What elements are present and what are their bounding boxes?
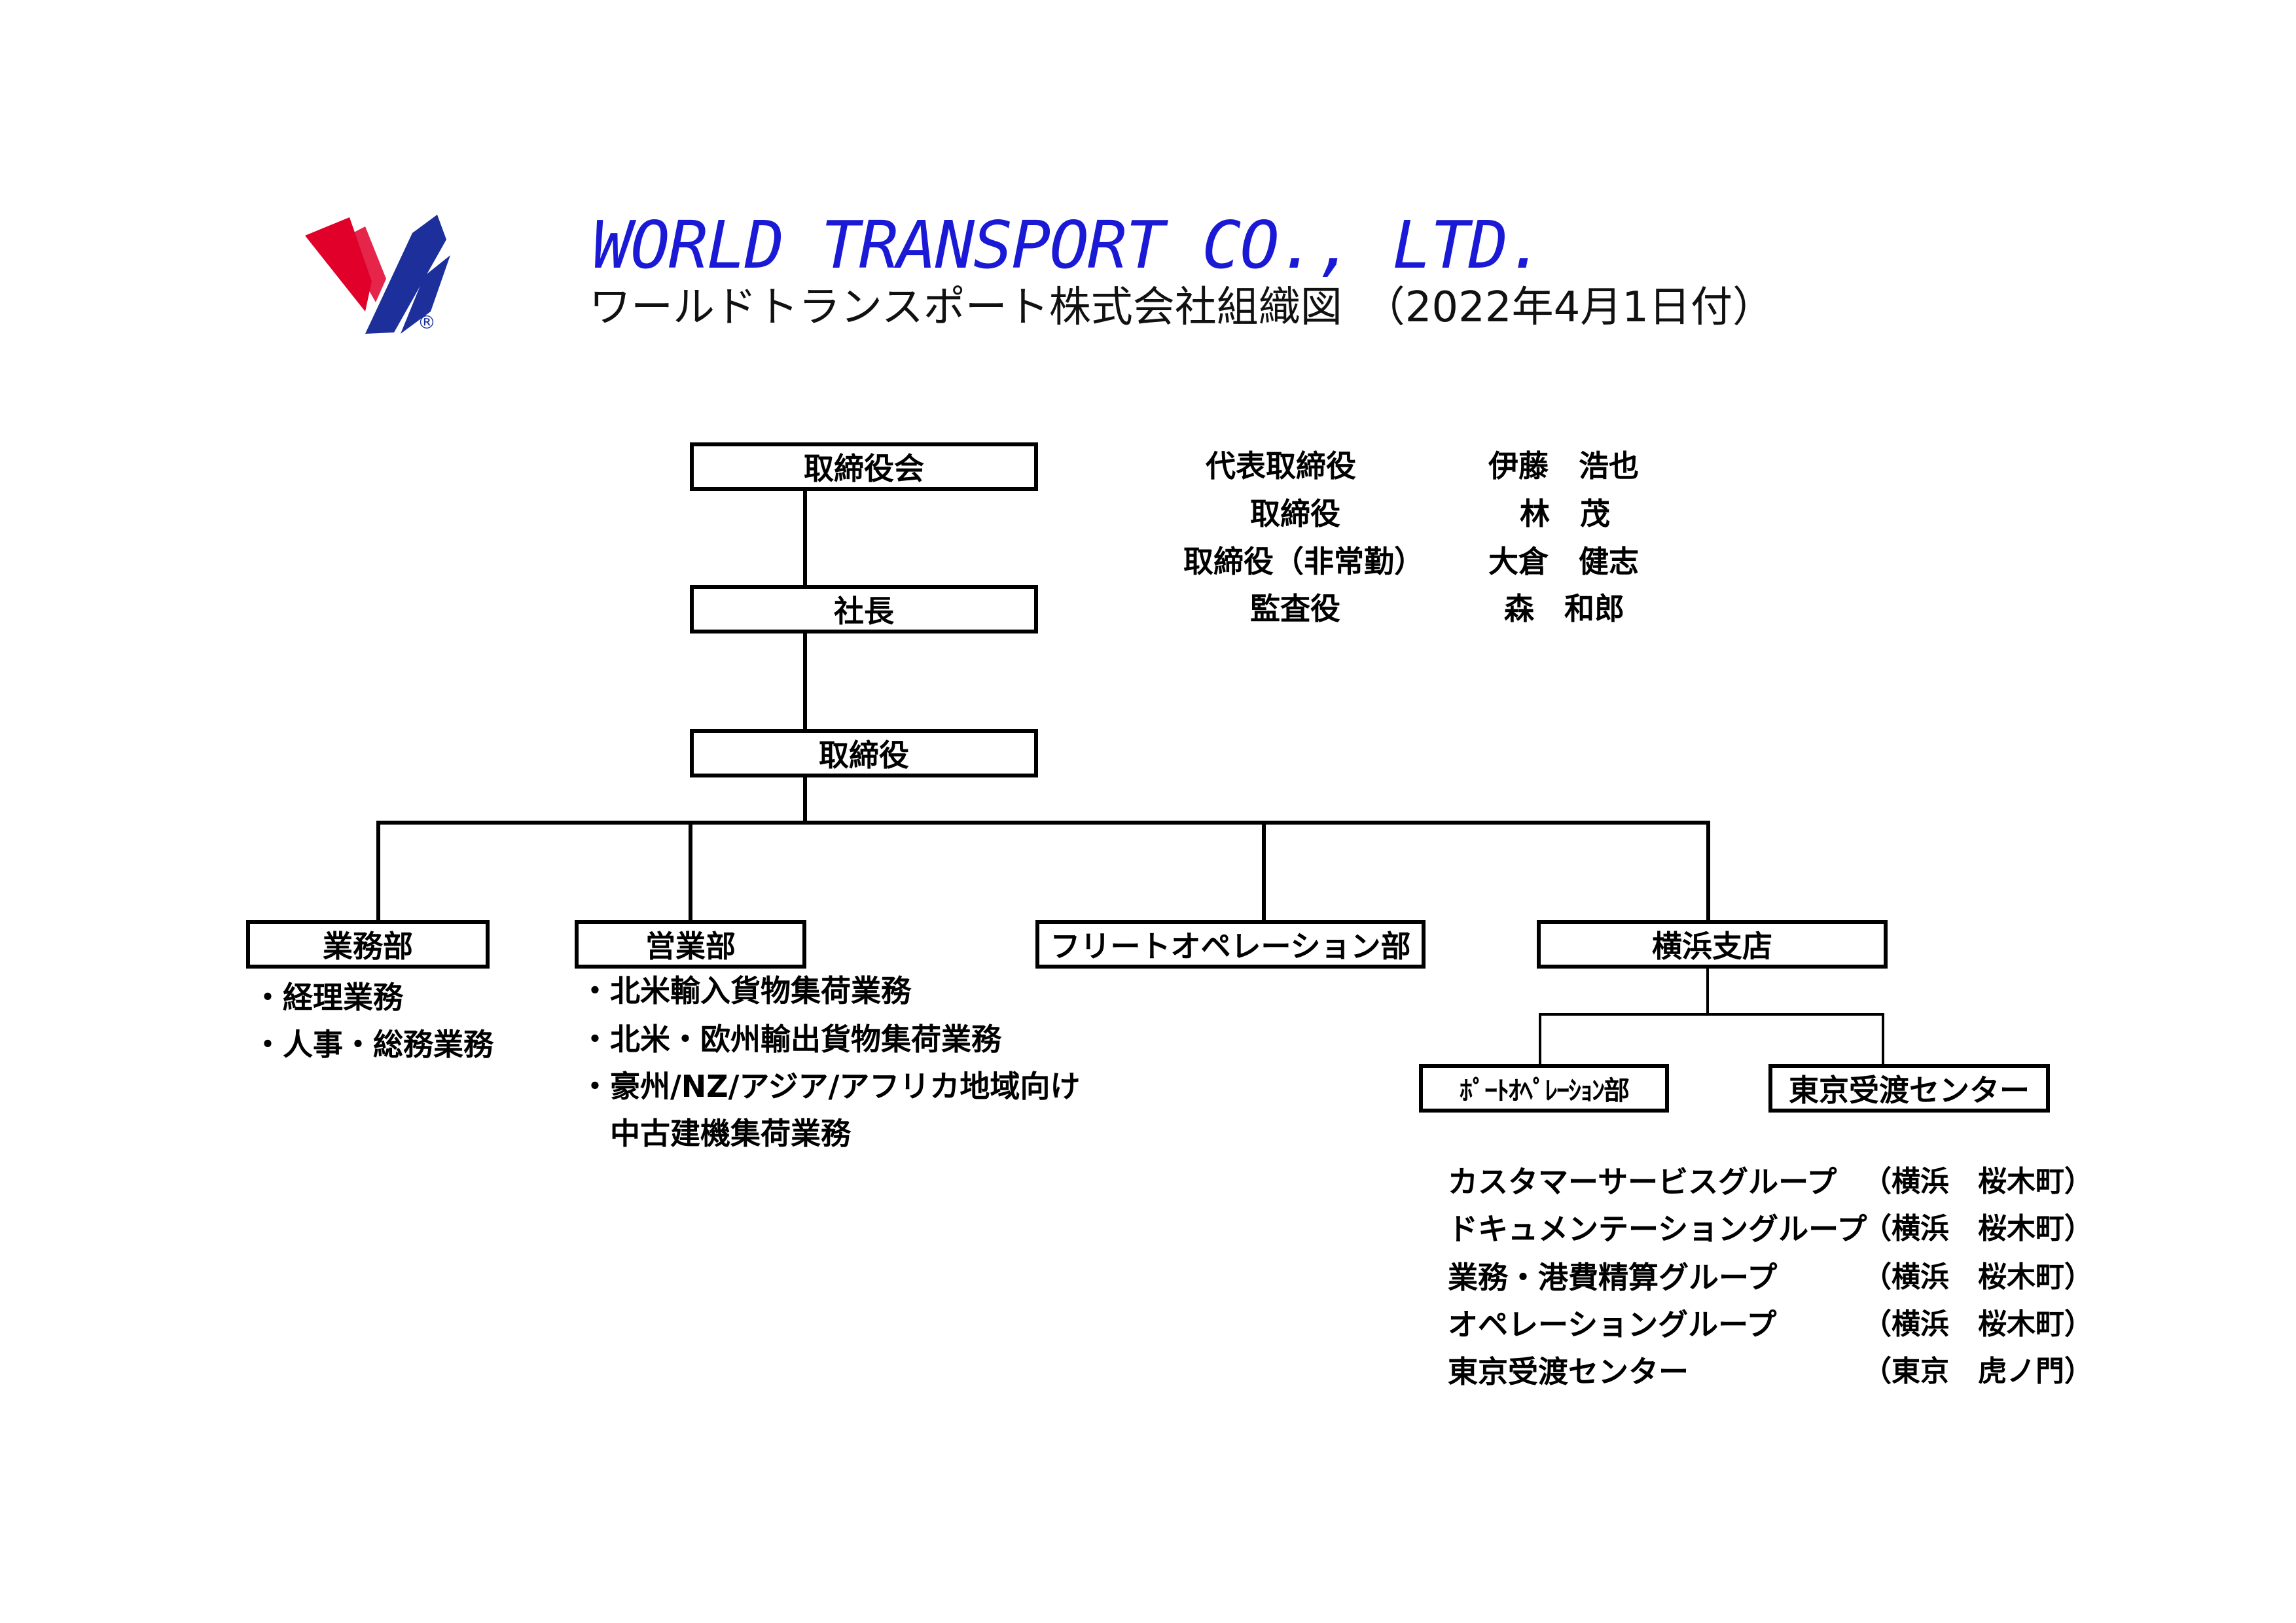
tokyo-delivery-center-box: 東京受渡センター — [1768, 1064, 2050, 1113]
connector-board-president — [803, 488, 807, 586]
world-transport-logo-icon: ® — [305, 215, 450, 334]
registered-mark: ® — [418, 312, 436, 333]
fleet-operation-department-box: フリートオペレーション部 — [1035, 920, 1426, 969]
connector-president-directors — [803, 632, 807, 730]
officer-title-2: 取締役（非常勤） — [1183, 544, 1424, 579]
group-location: （横浜 桜木町） — [1863, 1165, 2093, 1198]
chart-subtitle: ワールドトランスポート株式会社組織図 （2022年4月1日付） — [589, 283, 1775, 332]
department-bus-line — [376, 821, 1710, 825]
eigyo-duty-item: ・北米・欧州輸出貨物集荷業務 — [580, 1022, 1001, 1057]
eigyo-duty-item: ・北米輸入貨物集荷業務 — [580, 973, 911, 1008]
connector-yokohama-down — [1706, 967, 1709, 1014]
president-box: 社長 — [690, 585, 1038, 633]
gyomu-department-box: 業務部 — [246, 920, 490, 969]
gyomu-duty-item: ・経理業務 — [253, 980, 403, 1015]
group-name: カスタマーサービスグループ — [1448, 1164, 1837, 1200]
officer-title-0: 代表取締役 — [1206, 448, 1356, 484]
connector-bus-fleet — [1262, 821, 1266, 921]
connector-bus-eigyo — [689, 821, 692, 921]
group-location: （横浜 桜木町） — [1863, 1212, 2093, 1245]
officer-name-0: 伊藤 浩也 — [1488, 448, 1639, 484]
logo-blue-stroke — [365, 215, 446, 334]
group-name: オペレーショングループ — [1448, 1307, 1777, 1342]
connector-bus-yokohama — [1706, 821, 1710, 921]
company-name-title: WORLD TRANSPORT CO., LTD. — [592, 207, 1546, 283]
eigyo-duty-item: ・豪州/NZ/アジア/アフリカ地域向け — [580, 1069, 1081, 1104]
yokohama-branch-box: 横浜支店 — [1537, 920, 1888, 969]
connector-sub-port — [1539, 1013, 1541, 1065]
group-name: ドキュメンテーショングループ — [1448, 1211, 1867, 1247]
officer-title-3: 監査役 — [1250, 591, 1340, 626]
officer-name-3: 森 和郎 — [1504, 591, 1624, 626]
group-name: 業務・港費精算グループ — [1448, 1260, 1778, 1295]
officer-title-1: 取締役 — [1250, 496, 1340, 531]
logo-red-stroke-2 — [340, 226, 386, 302]
gyomu-duty-item: ・人事・総務業務 — [253, 1027, 493, 1062]
officer-name-1: 林 茂 — [1520, 496, 1610, 531]
group-location: （東京 虎ノ門） — [1863, 1355, 2093, 1388]
logo-blue-stroke-2 — [401, 255, 450, 334]
directors-box: 取締役 — [690, 729, 1038, 777]
group-name: 東京受渡センター — [1448, 1354, 1689, 1389]
group-location: （横浜 桜木町） — [1863, 1308, 2093, 1341]
connector-bus-gyomu — [376, 821, 380, 921]
port-operation-department-box: ﾎﾟｰﾄｵﾍﾟﾚｰｼｮﾝ部 — [1419, 1064, 1669, 1113]
board-of-directors-box: 取締役会 — [690, 442, 1038, 491]
group-location: （横浜 桜木町） — [1863, 1260, 2093, 1294]
officer-name-2: 大倉 健志 — [1488, 544, 1639, 579]
eigyo-duty-item: 中古建機集荷業務 — [580, 1116, 851, 1151]
eigyo-department-box: 営業部 — [575, 920, 806, 969]
connector-directors-bus — [803, 776, 807, 823]
yokohama-sub-bus — [1539, 1013, 1884, 1016]
connector-sub-tokyo — [1882, 1013, 1884, 1065]
